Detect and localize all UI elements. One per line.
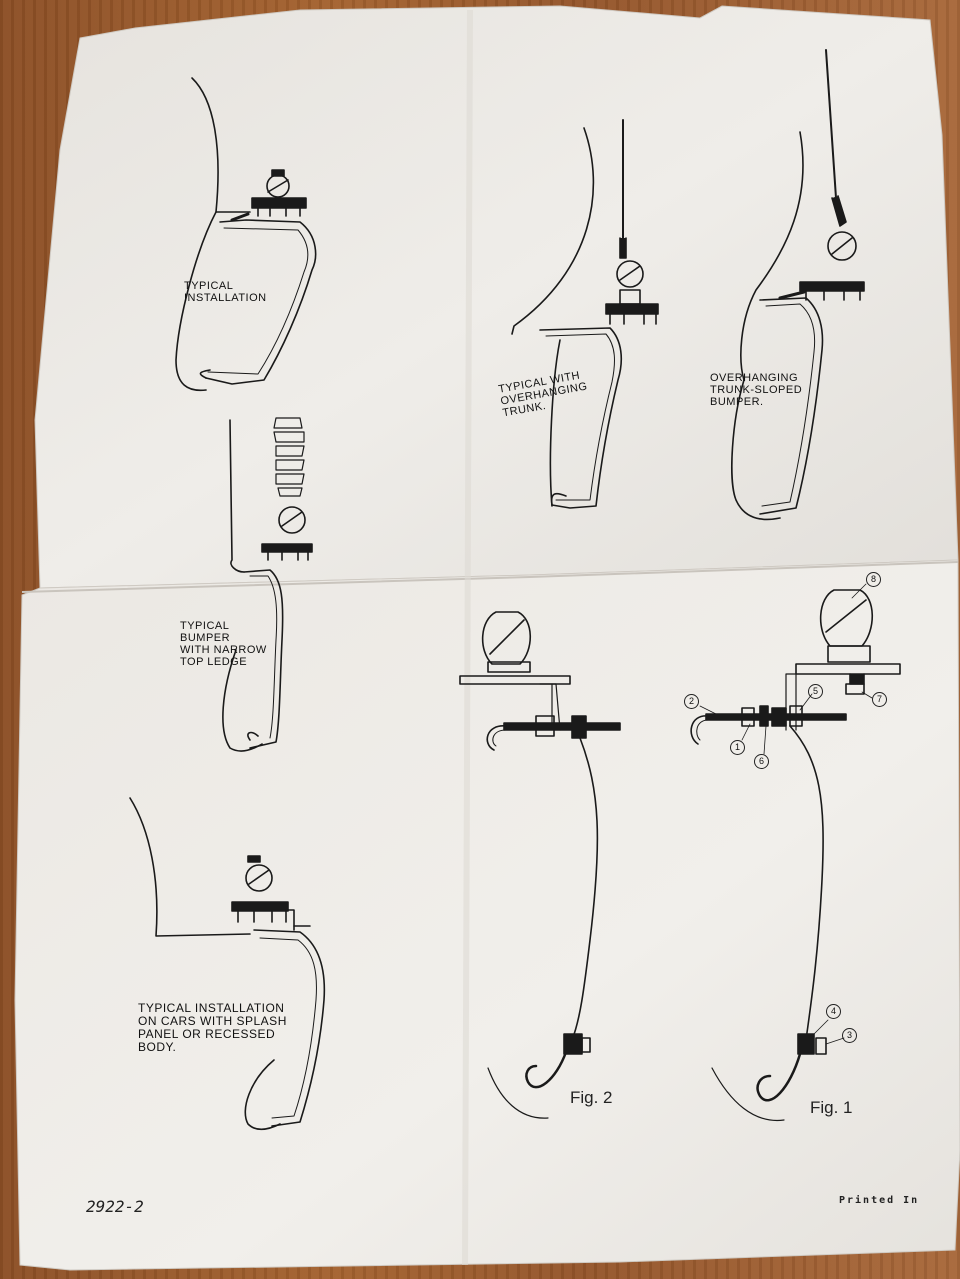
callout-7: 7	[872, 692, 887, 707]
callout-3: 3	[842, 1028, 857, 1043]
callout-2: 2	[684, 694, 699, 709]
callout-1: 1	[730, 740, 745, 755]
callout-4: 4	[826, 1004, 841, 1019]
callout-5: 5	[808, 684, 823, 699]
printed-in-text: Printed In	[839, 1195, 920, 1206]
paper-fold-line	[21, 561, 959, 593]
paper-sheet-top	[34, 5, 959, 589]
document-number: 2922-2	[86, 1197, 144, 1216]
paper-fold-vertical	[462, 9, 473, 1266]
diagram-overhanging-trunk	[511, 119, 659, 509]
paper-sheet-bottom	[14, 559, 960, 1271]
diagram-splash-panel	[129, 797, 326, 1131]
figure-label-fig1: Fig. 1	[810, 1098, 853, 1117]
caption-trunk-sloped-bumper: OVERHANGING TRUNK-SLOPED BUMPER.	[710, 372, 803, 408]
diagram-typical-installation	[175, 77, 317, 392]
caption-typical-installation: TYPICAL INSTALLATION	[184, 280, 267, 304]
diagram-narrow-ledge	[222, 417, 313, 752]
diagram-trunk-sloped	[731, 49, 865, 521]
callout-6: 6	[754, 754, 769, 769]
callout-8: 8	[866, 572, 881, 587]
caption-splash-panel: TYPICAL INSTALLATION ON CARS WITH SPLASH…	[138, 1001, 287, 1054]
diagram-fig1	[690, 583, 901, 1122]
figure-label-fig2: Fig. 2	[570, 1088, 613, 1107]
caption-narrow-top-ledge: TYPICAL BUMPER WITH NARROW TOP LEDGE	[180, 620, 267, 668]
diagram-fig2	[459, 611, 621, 1119]
